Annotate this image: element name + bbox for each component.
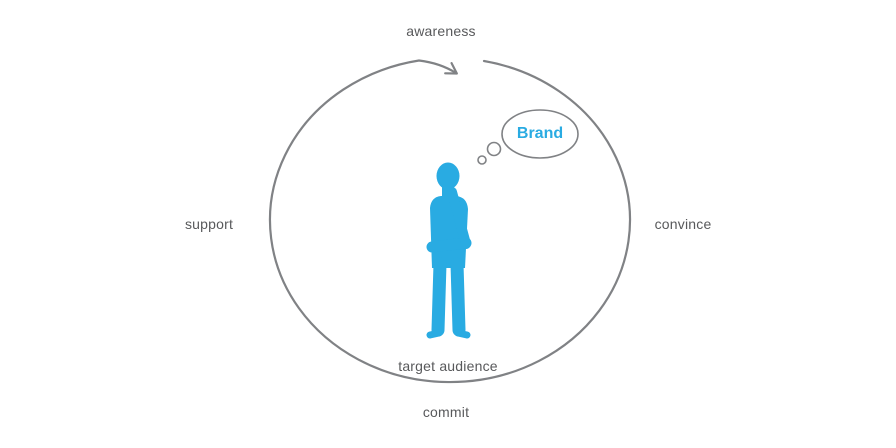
person-left-leg <box>431 257 447 337</box>
person-raised-forearm <box>447 187 471 249</box>
label-convince: convince <box>654 216 712 232</box>
label-commit: commit <box>422 404 470 420</box>
cycle-arrow-circle <box>268 59 632 384</box>
person-head <box>436 162 460 190</box>
thought-bubble <box>477 109 579 165</box>
thought-bubble-cloud <box>501 109 579 159</box>
person-crossing-arm <box>426 237 472 253</box>
thought-bubble-brand-text: Brand <box>516 125 564 142</box>
label-target-audience: target audience <box>398 358 498 374</box>
thought-bubble-dot-small <box>477 155 487 165</box>
label-awareness: awareness <box>406 23 476 39</box>
person-right-leg <box>450 257 466 337</box>
person-right-foot <box>454 329 471 339</box>
thinking-person-silhouette <box>426 162 472 339</box>
person-left-foot <box>426 329 443 339</box>
thought-bubble-dot-medium <box>486 141 502 157</box>
label-support: support <box>184 216 234 232</box>
